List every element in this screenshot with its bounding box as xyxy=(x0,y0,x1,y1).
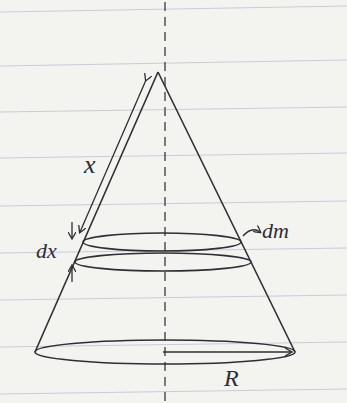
cone xyxy=(35,72,295,364)
radius-label: R xyxy=(224,366,239,390)
length-label: x xyxy=(84,152,96,178)
notebook-lines xyxy=(0,6,347,394)
dimension-arrows xyxy=(72,80,291,352)
thickness-label: dx xyxy=(36,240,57,262)
mass-element-label: dm xyxy=(262,220,289,242)
axis xyxy=(164,2,165,401)
